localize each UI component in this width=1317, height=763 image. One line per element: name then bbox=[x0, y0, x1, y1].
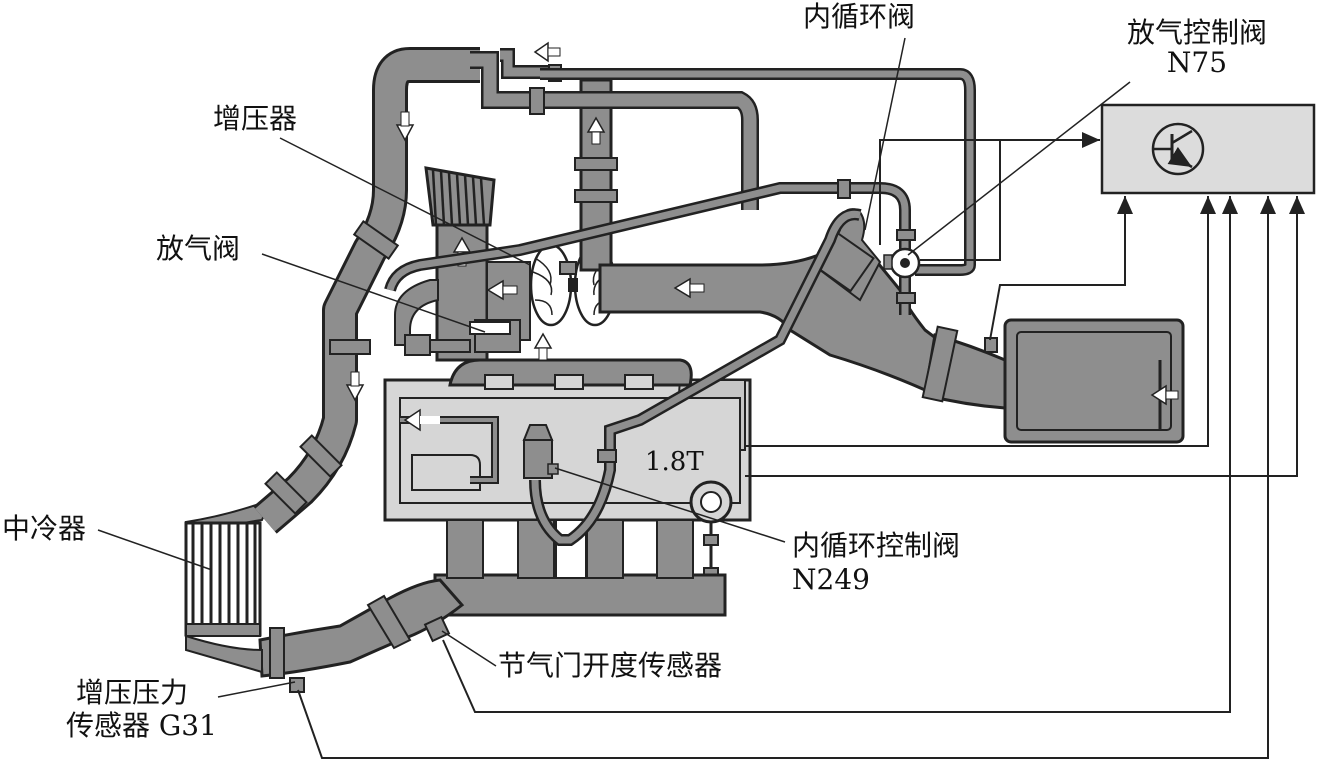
label-inner-circ-valve: 内循环阀 bbox=[803, 0, 916, 33]
label-inner-circ-ctrl-valve: 内循环控制阀 bbox=[792, 529, 961, 562]
label-turbocharger: 增压器 bbox=[213, 102, 298, 135]
intake-manifold bbox=[433, 519, 727, 617]
label-intercooler: 中冷器 bbox=[2, 512, 87, 545]
vacuum-hoses bbox=[384, 68, 976, 546]
engine-model-label: 1.8T bbox=[645, 447, 704, 477]
signal-wires bbox=[297, 132, 1305, 759]
n249-valve bbox=[522, 424, 559, 479]
label-bleed-ctrl-valve-code: N75 bbox=[1166, 46, 1228, 79]
ecu-box bbox=[1100, 103, 1316, 195]
n75-valve bbox=[883, 247, 921, 279]
label-bleed-ctrl-valve-name: 放气控制阀 bbox=[1126, 16, 1267, 49]
flow-arrow-icon bbox=[533, 332, 553, 349]
label-throttle-sensor: 节气门开度传感器 bbox=[498, 649, 723, 682]
boost-pipe bbox=[253, 47, 480, 534]
charge-pipe bbox=[258, 578, 465, 693]
label-bleed-valve: 放气阀 bbox=[156, 232, 241, 265]
label-bleed-ctrl-valve: 放气控制阀 N75 bbox=[1117, 18, 1277, 78]
air-filter bbox=[1003, 318, 1185, 444]
label-inner-circ-ctrl-valve-code: N249 bbox=[792, 563, 870, 596]
leader-lines bbox=[97, 37, 1131, 698]
flow-arrow-icon bbox=[533, 41, 549, 63]
transistor-icon bbox=[1151, 122, 1205, 176]
intercooler bbox=[184, 498, 272, 674]
engine-block bbox=[383, 358, 752, 579]
label-boost-sensor-line1: 增压压力 bbox=[76, 676, 189, 709]
label-boost-sensor-line2: 传感器 G31 bbox=[66, 709, 217, 742]
